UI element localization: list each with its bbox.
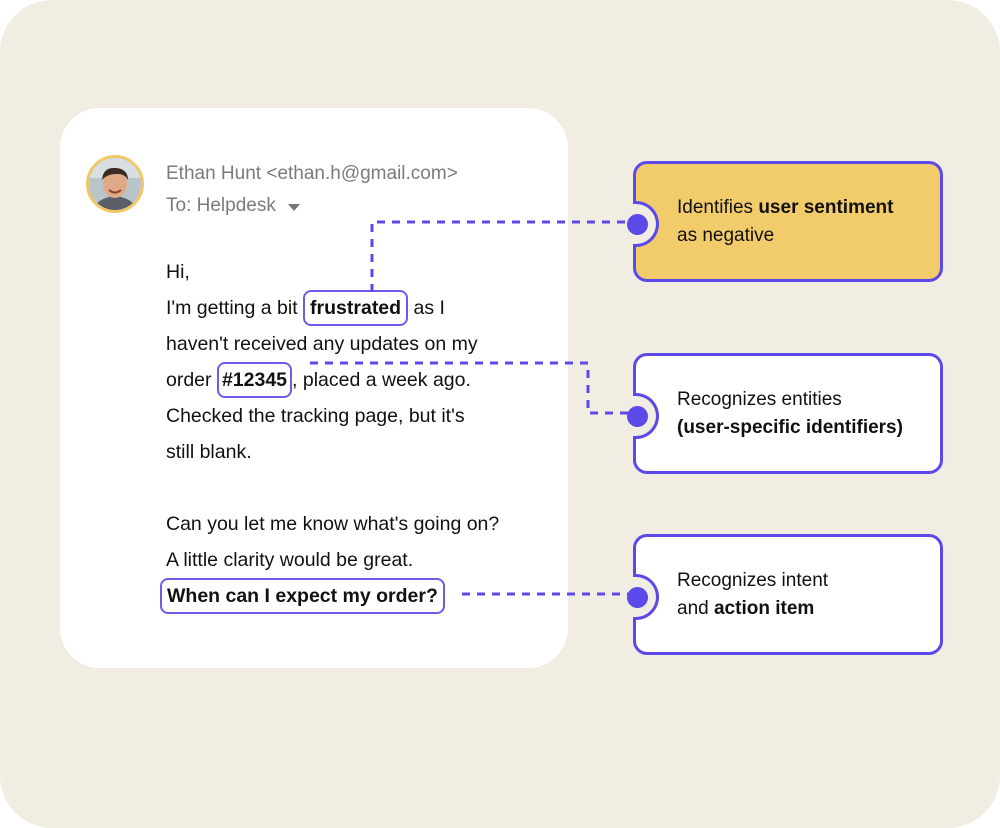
- highlight-question: When can I expect my order?: [160, 578, 445, 614]
- body-line-7: A little clarity would be great.: [166, 549, 414, 571]
- annotation-line-1: Recognizes entities: [677, 388, 842, 410]
- sender-avatar: [86, 155, 144, 213]
- annotation-line-1: Identifies user sentiment: [677, 196, 894, 218]
- body-line-1: I'm getting a bit frustrated as I: [166, 290, 546, 326]
- connector-dot: [627, 214, 648, 235]
- recipient-selector[interactable]: To: Helpdesk: [166, 195, 300, 217]
- body-line-8: When can I expect my order?: [160, 578, 546, 614]
- highlight-order-id: #12345: [216, 362, 293, 398]
- annotation-line-2: as negative: [677, 224, 775, 246]
- highlight-sentiment: frustrated: [303, 290, 409, 326]
- recipient-label: To: Helpdesk: [166, 195, 276, 216]
- body-line-5: still blank.: [166, 441, 252, 463]
- body-line-3: order #12345, placed a week ago.: [166, 362, 546, 398]
- annotation-sentiment: Identifies user sentiment as negative: [627, 161, 943, 282]
- greeting: Hi,: [166, 261, 190, 283]
- connector-dot: [627, 587, 648, 608]
- annotation-entities: Recognizes entities (user-specific ident…: [627, 353, 943, 474]
- sender-name: Ethan Hunt <ethan.h@gmail.com>: [166, 163, 458, 184]
- blank-line: [166, 470, 546, 506]
- annotation-intent: Recognizes intent and action item: [627, 534, 943, 655]
- body-line-4: Checked the tracking page, but it's: [166, 405, 465, 427]
- body-line-2: haven't received any updates on my: [166, 333, 478, 355]
- connector-dot: [627, 406, 648, 427]
- annotation-line-2: (user-specific identifiers): [677, 416, 903, 438]
- annotation-line-2: and action item: [677, 597, 815, 619]
- caret-down-icon[interactable]: [287, 203, 300, 211]
- annotation-line-1: Recognizes intent: [677, 569, 829, 591]
- body-line-6: Can you let me know what's going on?: [166, 513, 500, 535]
- email-body: Hi, I'm getting a bit frustrated as I ha…: [160, 254, 546, 614]
